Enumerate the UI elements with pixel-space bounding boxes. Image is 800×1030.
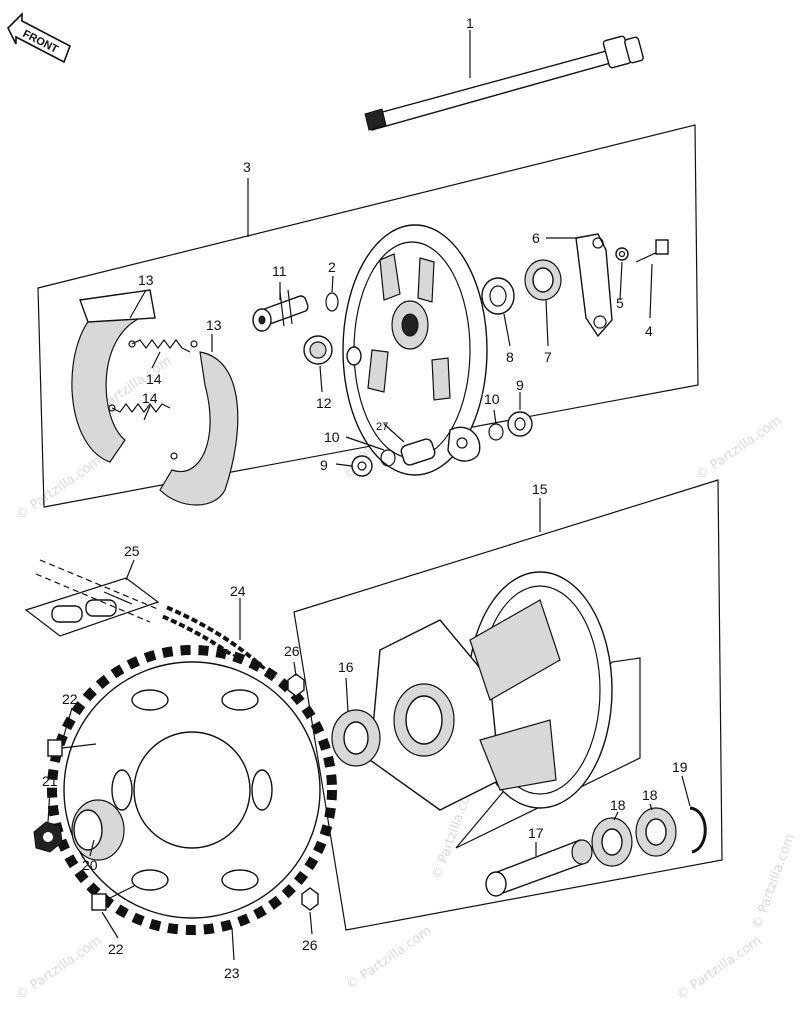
callout-18: 18 <box>610 797 626 813</box>
callout-20: 20 <box>82 857 98 873</box>
watermark-text: © Partzilla.com <box>750 832 798 931</box>
callout-6: 6 <box>532 230 540 246</box>
callout-15: 15 <box>532 481 548 497</box>
callout-7: 7 <box>544 349 552 365</box>
brake-lever-part <box>575 233 613 338</box>
sprocket-nut-part <box>301 887 319 911</box>
brake-cam-part <box>252 289 309 332</box>
callout-1: 1 <box>466 15 474 31</box>
collar-part <box>524 259 562 301</box>
watermark-text: © Partzilla.com <box>344 923 435 993</box>
callout-9: 9 <box>516 377 524 393</box>
callout-18: 18 <box>642 787 658 803</box>
brake-shoes <box>71 289 239 506</box>
nut-part <box>615 247 629 261</box>
callout-26: 26 <box>302 937 318 953</box>
sprocket-part <box>47 645 337 935</box>
callout-10: 10 <box>484 391 500 407</box>
callout-13: 13 <box>206 317 222 333</box>
callout-17: 17 <box>528 825 544 841</box>
chain-guide-lines <box>35 559 161 623</box>
return-springs <box>108 339 198 460</box>
callout-labels: 1 2 3 4 5 6 7 8 9 9 10 10 11 12 13 13 14… <box>42 15 688 981</box>
circlip-part <box>689 806 707 854</box>
callout-27: 27 <box>376 421 388 433</box>
callout-26: 26 <box>284 643 300 659</box>
brake-assembly-frame <box>37 124 699 508</box>
callout-19: 19 <box>672 759 688 775</box>
sprocket-bolt-part <box>91 885 135 911</box>
axle-part <box>364 35 644 131</box>
watermark-text: © Partzilla.com <box>14 453 105 523</box>
callout-16: 16 <box>338 659 354 675</box>
callout-13: 13 <box>138 272 154 288</box>
callout-21: 21 <box>42 773 58 789</box>
sprocket-bolt-part <box>47 739 97 757</box>
callout-22: 22 <box>62 691 78 707</box>
callout-2: 2 <box>328 259 336 275</box>
sprocket-nut-part <box>33 821 63 853</box>
callout-9: 9 <box>320 457 328 473</box>
watermark-text: © Partzilla.com <box>694 413 785 483</box>
callout-25: 25 <box>124 543 140 559</box>
front-arrow-icon: FRONT <box>7 12 71 64</box>
small-spacers <box>351 411 533 477</box>
callout-11: 11 <box>272 263 287 279</box>
master-link-frame <box>24 577 160 637</box>
callout-3: 3 <box>243 159 251 175</box>
hub-bearing-part <box>635 807 677 857</box>
callout-8: 8 <box>506 349 514 365</box>
rear-hub-part <box>369 571 613 811</box>
o-ring-part <box>325 292 339 312</box>
sprocket-spacer-part <box>71 799 125 861</box>
hub-assembly-frame <box>293 479 723 931</box>
seal-part <box>303 335 362 366</box>
brake-panel <box>342 224 488 476</box>
callout-12: 12 <box>316 395 332 411</box>
hub-bearing-part <box>591 817 633 867</box>
callout-5: 5 <box>616 295 624 311</box>
callout-14: 14 <box>142 390 158 406</box>
bolt-part <box>635 239 669 263</box>
callout-22: 22 <box>108 941 124 957</box>
callout-14: 14 <box>146 371 162 387</box>
callout-10: 10 <box>324 429 340 445</box>
master-link-part <box>51 591 133 623</box>
hub-bearing-part <box>331 709 381 767</box>
callout-23: 23 <box>224 965 240 981</box>
watermark-text: © Partzilla.com <box>14 933 105 1003</box>
callout-24: 24 <box>230 583 246 599</box>
axle-sleeve-part <box>485 839 593 897</box>
callout-4: 4 <box>645 323 653 339</box>
bushing-part <box>481 277 515 315</box>
leader-lines <box>47 30 691 961</box>
watermark-text: © Partzilla.com <box>674 933 765 1003</box>
